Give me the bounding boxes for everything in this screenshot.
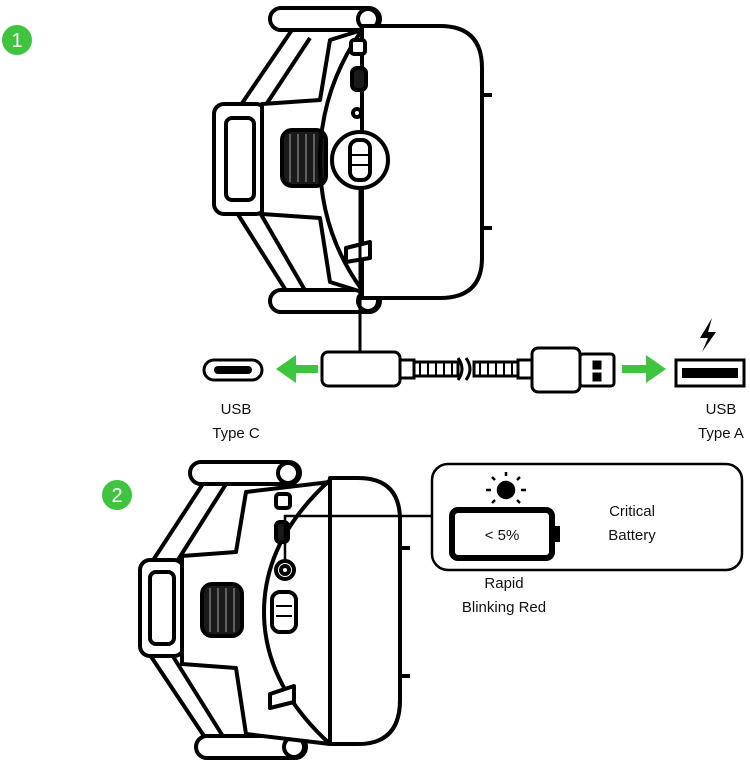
- battery-icon: < 5%: [449, 507, 560, 561]
- volume-dial-2: [200, 582, 244, 638]
- step-1-badge: 1: [2, 25, 32, 55]
- earcup-cushion-2: [328, 476, 402, 746]
- side-button-2: [268, 684, 296, 710]
- usb-c-plug: [320, 350, 402, 388]
- headset-top: [212, 6, 492, 314]
- earcup-face-2: [262, 478, 332, 746]
- usb-type-a-line1: USB: [705, 401, 737, 418]
- critical-battery-line2: Battery: [608, 527, 656, 544]
- earcup-face: [318, 28, 364, 292]
- step-2-badge: 2: [102, 480, 132, 510]
- led-indicator: [351, 107, 363, 119]
- green-arrow-left-icon: [276, 355, 318, 383]
- green-arrow-right-icon: [622, 355, 666, 383]
- usb-a-plug: [530, 346, 582, 394]
- usb-type-a-line2: Type A: [698, 425, 744, 442]
- step-2-circle: [102, 480, 132, 510]
- usb-a-port-icon: [674, 358, 746, 388]
- hinge-inner: [224, 116, 256, 202]
- step-2-number: 2: [111, 485, 122, 507]
- rapid-blinking-red-label: Rapid Blinking Red: [452, 572, 556, 620]
- earcup-cushion: [360, 24, 484, 300]
- usb-c-port-2: [270, 590, 298, 634]
- lightning-bolt-icon: [700, 318, 716, 352]
- usb-a-tip: [578, 352, 616, 388]
- step-1-circle: [2, 25, 32, 55]
- usb-type-a-label: USB Type A: [690, 398, 750, 446]
- critical-battery-line1: Critical: [609, 503, 655, 520]
- usb-type-c-line1: USB: [220, 401, 252, 418]
- usb-type-c-line2: Type C: [212, 425, 260, 442]
- hinge-inner-2: [148, 570, 176, 646]
- rapid-blinking-line2: Blinking Red: [461, 599, 547, 616]
- mic-mute-button: [349, 38, 367, 56]
- led-leader-line: [283, 514, 432, 560]
- rapid-blinking-line1: Rapid: [484, 575, 524, 592]
- battery-level-text: < 5%: [485, 527, 520, 544]
- usb-type-c-label: USB Type C: [208, 398, 264, 446]
- side-button: [344, 240, 372, 264]
- step-1-number: 1: [11, 30, 22, 52]
- headset-bottom: [138, 460, 410, 760]
- volume-dial: [280, 128, 328, 188]
- sun-light-icon: [486, 472, 526, 504]
- mic-mute-button-2: [274, 492, 292, 510]
- usb-c-port-icon: [202, 358, 264, 382]
- critical-battery-label: Critical Battery: [594, 500, 670, 548]
- usb-c-port: [348, 138, 372, 182]
- usb-cable: [320, 346, 616, 394]
- power-switch: [350, 66, 368, 92]
